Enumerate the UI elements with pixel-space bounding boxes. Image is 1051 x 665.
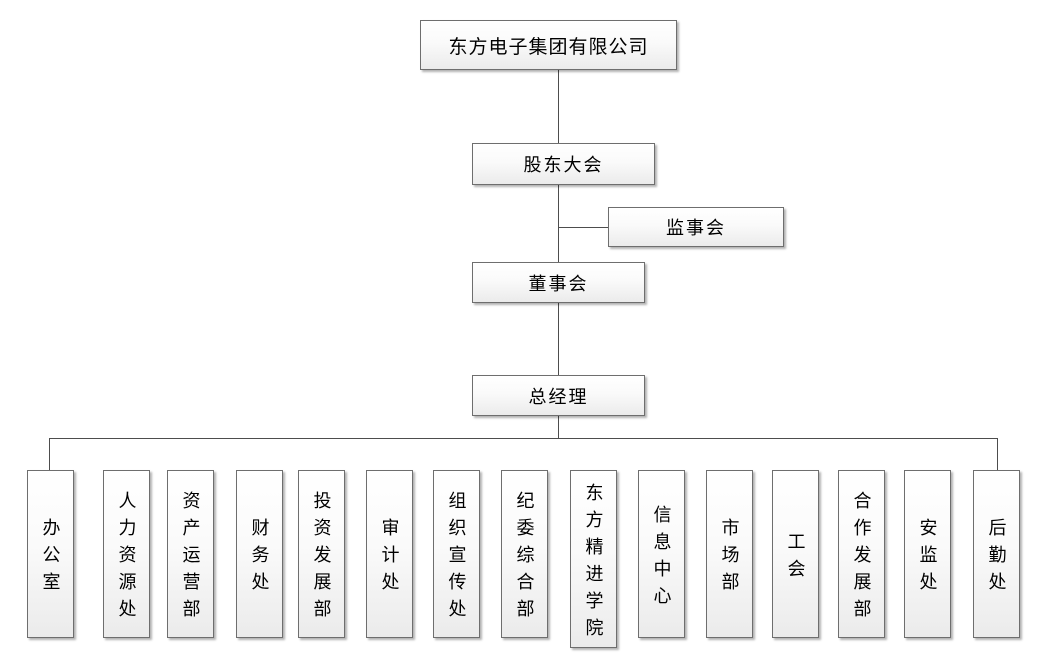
node-dept-cooperation-development: 合作发展部 bbox=[838, 470, 885, 638]
node-dept-labor-union-label: 工会 bbox=[785, 531, 806, 586]
node-dept-audit: 审计处 bbox=[366, 470, 413, 638]
node-general-manager: 总经理 bbox=[472, 375, 645, 416]
node-dept-logistics: 后勤处 bbox=[973, 470, 1020, 638]
node-board-of-directors: 董事会 bbox=[472, 262, 645, 303]
node-dept-logistics-label: 后勤处 bbox=[986, 518, 1007, 599]
node-dept-office-label: 办公室 bbox=[40, 518, 61, 599]
connector-bus-right-drop bbox=[997, 438, 998, 470]
node-dept-office: 办公室 bbox=[27, 470, 74, 638]
node-shareholders-meeting: 股东大会 bbox=[472, 143, 655, 185]
node-dept-safety-supervision-label: 安监处 bbox=[917, 518, 938, 599]
node-dept-audit-label: 审计处 bbox=[379, 518, 400, 599]
node-company-label: 东方电子集团有限公司 bbox=[448, 36, 649, 58]
node-dept-marketing: 市场部 bbox=[706, 470, 753, 638]
node-dept-discipline-inspection-label: 纪委综合部 bbox=[514, 491, 535, 626]
node-dept-investment-development-label: 投资发展部 bbox=[311, 491, 332, 626]
node-dept-organization-publicity: 组织宣传处 bbox=[433, 470, 480, 638]
node-dept-finance-label: 财务处 bbox=[249, 518, 270, 599]
node-dept-asset-operations-label: 资产运营部 bbox=[180, 491, 201, 626]
node-supervisory-board-label: 监事会 bbox=[666, 218, 726, 238]
node-board-of-directors-label: 董事会 bbox=[528, 273, 589, 294]
connector-gm-to-bus bbox=[558, 416, 559, 438]
node-dept-asset-operations: 资产运营部 bbox=[167, 470, 214, 638]
node-dept-human-resources-label: 人力资源处 bbox=[116, 491, 137, 626]
node-dept-marketing-label: 市场部 bbox=[719, 518, 740, 599]
connector-branch-supervisory bbox=[558, 227, 608, 228]
node-dept-safety-supervision: 安监处 bbox=[904, 470, 951, 638]
node-dept-human-resources: 人力资源处 bbox=[103, 470, 150, 638]
node-dept-organization-publicity-label: 组织宣传处 bbox=[446, 491, 467, 626]
node-company: 东方电子集团有限公司 bbox=[420, 20, 677, 70]
node-dept-cooperation-development-label: 合作发展部 bbox=[851, 491, 872, 626]
node-supervisory-board: 监事会 bbox=[608, 207, 784, 247]
node-dept-information-center: 信息中心 bbox=[638, 470, 685, 638]
node-dept-dongfang-jingjin-academy-label: 东方精进学院 bbox=[583, 482, 604, 645]
connector-bus-left-drop bbox=[49, 438, 50, 470]
node-dept-labor-union: 工会 bbox=[772, 470, 819, 638]
node-dept-finance: 财务处 bbox=[236, 470, 283, 638]
connector-board-to-gm bbox=[558, 303, 559, 375]
node-dept-dongfang-jingjin-academy: 东方精进学院 bbox=[570, 470, 617, 648]
connector-department-bus bbox=[49, 438, 997, 439]
node-dept-investment-development: 投资发展部 bbox=[298, 470, 345, 638]
connector-company-to-shareholders bbox=[558, 70, 559, 143]
connector-shareholders-to-board bbox=[558, 185, 559, 263]
node-dept-discipline-inspection: 纪委综合部 bbox=[501, 470, 548, 638]
node-general-manager-label: 总经理 bbox=[528, 386, 589, 407]
node-dept-information-center-label: 信息中心 bbox=[651, 504, 672, 613]
node-shareholders-meeting-label: 股东大会 bbox=[523, 155, 604, 175]
